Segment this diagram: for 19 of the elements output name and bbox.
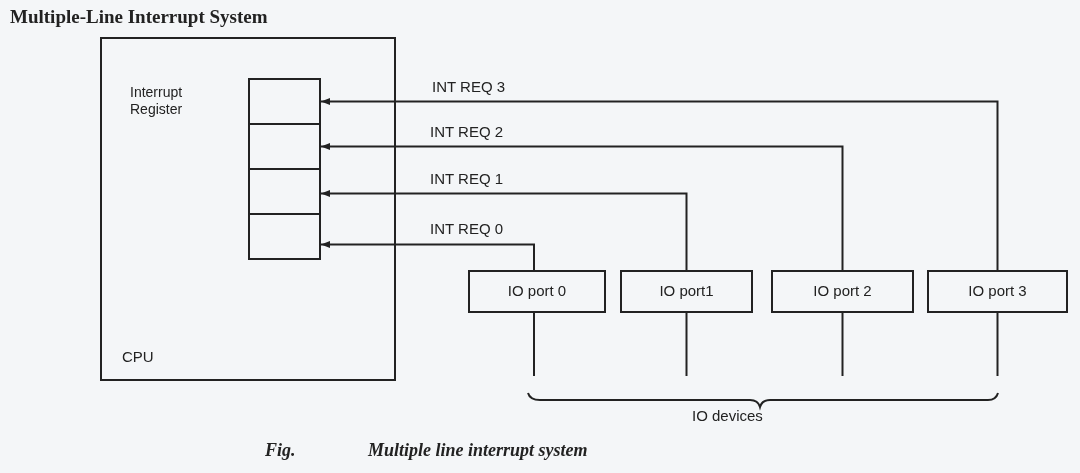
io-port-box xyxy=(620,270,753,313)
port-label: IO port 3 xyxy=(967,282,1028,299)
figure-caption: Multiple line interrupt system xyxy=(368,440,588,461)
io-port-box xyxy=(927,270,1068,313)
register-label: Interrupt Register xyxy=(130,84,184,118)
register-cell xyxy=(248,213,321,260)
bracket-label: IO devices xyxy=(692,407,763,424)
register-cell xyxy=(248,168,321,215)
register-cell xyxy=(248,78,321,125)
cpu-box xyxy=(100,37,396,381)
diagram-title: Multiple-Line Interrupt System xyxy=(10,6,268,28)
port-label: IO port 2 xyxy=(812,282,873,299)
port-label: IO port1 xyxy=(658,282,715,299)
register-cell xyxy=(248,123,321,170)
figure-label: Fig. xyxy=(265,440,296,461)
cpu-label: CPU xyxy=(122,348,154,365)
io-port-box xyxy=(468,270,606,313)
port-label: IO port 0 xyxy=(506,282,568,299)
io-port-box xyxy=(771,270,914,313)
